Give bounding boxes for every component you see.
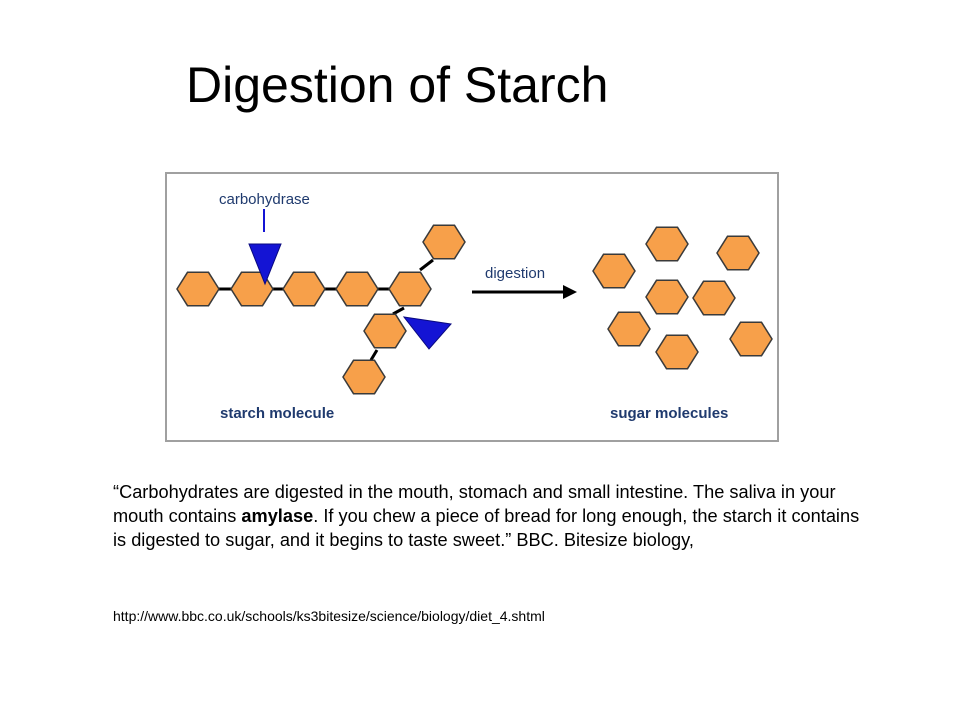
starch-unit	[342, 359, 386, 395]
starch-unit	[422, 224, 466, 260]
starch-unit	[282, 271, 326, 307]
sugar-unit	[645, 226, 689, 262]
enzyme-triangle	[402, 316, 452, 350]
sugar-unit	[729, 321, 773, 357]
hexagon-units	[176, 224, 773, 395]
quote-text-part2: . If you chew a piece of bread for long …	[113, 506, 860, 550]
quote-bold-word: amylase	[241, 506, 314, 526]
sugar-unit	[716, 235, 760, 271]
quote-text-part1: Carbohydrates are digested in the mouth,…	[113, 482, 836, 526]
sugar-unit	[592, 253, 636, 289]
diagram-canvas: carbohydrase digestion starch molecule s…	[176, 191, 773, 422]
starch-unit	[388, 271, 432, 307]
bond	[392, 306, 405, 316]
starch-unit	[363, 313, 407, 349]
process-label: digestion	[485, 265, 545, 282]
starch-molecule-caption: starch molecule	[220, 405, 334, 422]
enzyme-markers	[248, 243, 452, 350]
sugar-unit	[655, 334, 699, 370]
sugar-unit	[645, 279, 689, 315]
sugar-molecules-caption: sugar molecules	[610, 405, 728, 422]
starch-unit	[335, 271, 379, 307]
slide-title: Digestion of Starch	[186, 57, 609, 113]
open-quote-mark: “	[113, 482, 120, 502]
source-link[interactable]: http://www.bbc.co.uk/schools/ks3bitesize…	[113, 608, 545, 624]
starch-unit	[176, 271, 220, 307]
sugar-unit	[607, 311, 651, 347]
digestion-arrow	[472, 285, 577, 299]
sugar-unit	[692, 280, 736, 316]
enzyme-triangle	[248, 243, 282, 286]
bond	[419, 258, 434, 272]
quote-paragraph: “Carbohydrates are digested in the mouth…	[113, 480, 873, 552]
enzyme-label: carbohydrase	[219, 191, 310, 208]
starch-digestion-diagram: carbohydrase digestion starch molecule s…	[165, 172, 779, 442]
bond	[369, 349, 379, 361]
glycosidic-bonds	[219, 258, 434, 361]
